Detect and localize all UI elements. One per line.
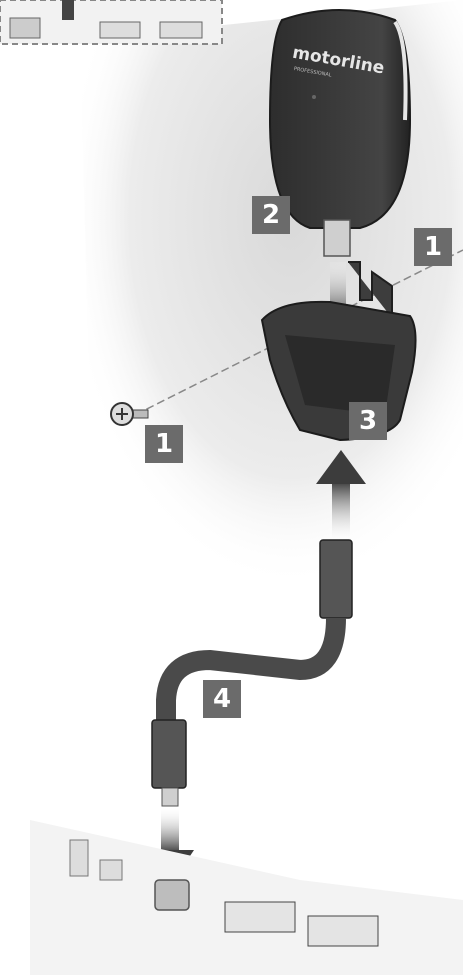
step-4-badge: 4 (203, 680, 241, 718)
step-1-left-badge: 1 (145, 425, 183, 463)
step-2-badge: 2 (252, 196, 290, 234)
controller-board (30, 820, 463, 975)
step-3-badge: 3 (349, 402, 387, 440)
pcb-thumbnail (0, 0, 222, 44)
step-1-right-badge: 1 (414, 228, 452, 266)
